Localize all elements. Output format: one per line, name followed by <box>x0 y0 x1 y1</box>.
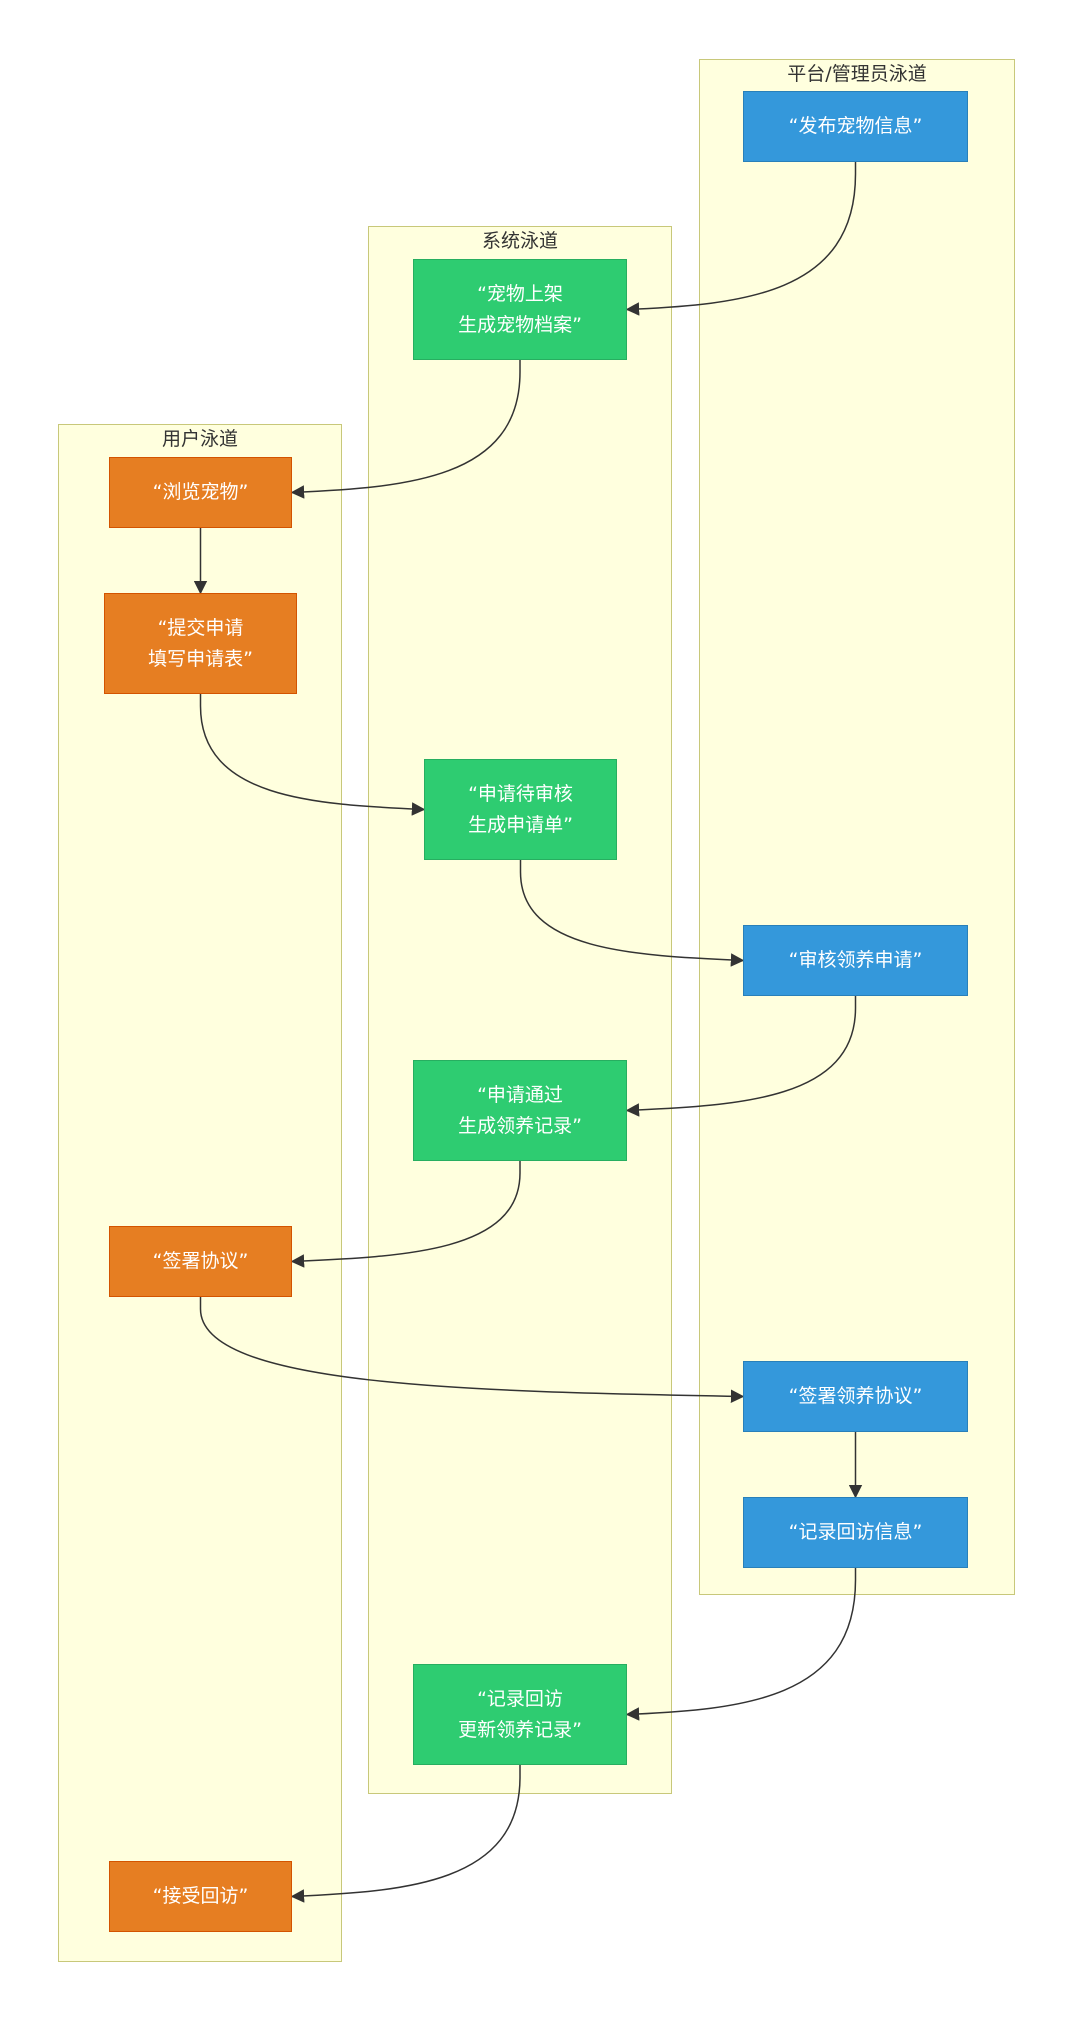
node-sign-agreement[interactable]: “签署协议” <box>109 1226 292 1297</box>
edge-pet_listed-to-browse_pet <box>290 360 521 499</box>
lane-system: 系统泳道 <box>368 226 672 1794</box>
node-sign-adoption-agreement-line-1: “签署领养协议” <box>788 1385 923 1407</box>
node-browse-pet[interactable]: “浏览宠物” <box>109 457 292 528</box>
edge-publish_pet-to-pet_listed <box>625 162 857 316</box>
node-review-application-line-1: “审核领养申请” <box>788 949 923 971</box>
node-publish-pet-line-1: “发布宠物信息” <box>788 115 923 137</box>
node-browse-pet-line-1: “浏览宠物” <box>152 481 249 503</box>
edge-review_app-to-app_approved <box>625 996 857 1117</box>
node-pet-listed-line-2: 生成宠物档案” <box>458 313 582 336</box>
edge-app_approved-to-sign_agreement <box>290 1161 521 1268</box>
node-publish-pet[interactable]: “发布宠物信息” <box>743 91 968 162</box>
node-review-application[interactable]: “审核领养申请” <box>743 925 968 996</box>
node-update-adoption-record-line-1: “记录回访 <box>477 1687 563 1710</box>
node-record-visit-info-line-1: “记录回访信息” <box>788 1521 923 1543</box>
node-update-adoption-record-line-2: 更新领养记录” <box>458 1718 582 1741</box>
node-application-approved-line-2: 生成领养记录” <box>458 1114 582 1137</box>
node-accept-visit[interactable]: “接受回访” <box>109 1861 292 1932</box>
node-accept-visit-line-1: “接受回访” <box>152 1885 249 1907</box>
node-record-visit-info[interactable]: “记录回访信息” <box>743 1497 968 1568</box>
node-pet-listed-line-1: “宠物上架 <box>477 282 563 305</box>
lane-title-system: 系统泳道 <box>481 230 558 252</box>
node-application-approved-line-1: “申请通过 <box>477 1083 563 1106</box>
edge-pending_review-to-review_app <box>519 860 745 967</box>
node-pending-review[interactable]: “申请待审核 生成申请单” <box>424 759 617 860</box>
node-pending-review-line-1: “申请待审核 <box>468 782 573 805</box>
node-submit-application-line-1: “提交申请 <box>157 616 244 639</box>
lane-admin: 平台/管理员泳道 <box>699 59 1015 1595</box>
node-pet-listed[interactable]: “宠物上架 生成宠物档案” <box>413 259 627 360</box>
node-pending-review-line-2: 生成申请单” <box>468 813 573 836</box>
lane-title-admin: 平台/管理员泳道 <box>787 63 927 85</box>
node-submit-application-line-2: 填写申请表” <box>148 647 253 670</box>
edge-record_visit-to-update_record <box>625 1568 857 1721</box>
node-sign-agreement-line-1: “签署协议” <box>152 1250 249 1272</box>
edge-submit_app-to-pending_review <box>199 694 426 816</box>
edge-sign_agreement-to-sign_adoption <box>199 1297 745 1404</box>
lane-title-user: 用户泳道 <box>161 428 238 450</box>
node-application-approved[interactable]: “申请通过 生成领养记录” <box>413 1060 627 1161</box>
node-sign-adoption-agreement[interactable]: “签署领养协议” <box>743 1361 968 1432</box>
node-update-adoption-record[interactable]: “记录回访 更新领养记录” <box>413 1664 627 1765</box>
node-submit-application[interactable]: “提交申请 填写申请表” <box>104 593 297 694</box>
edge-update_record-to-accept_visit <box>290 1765 521 1903</box>
